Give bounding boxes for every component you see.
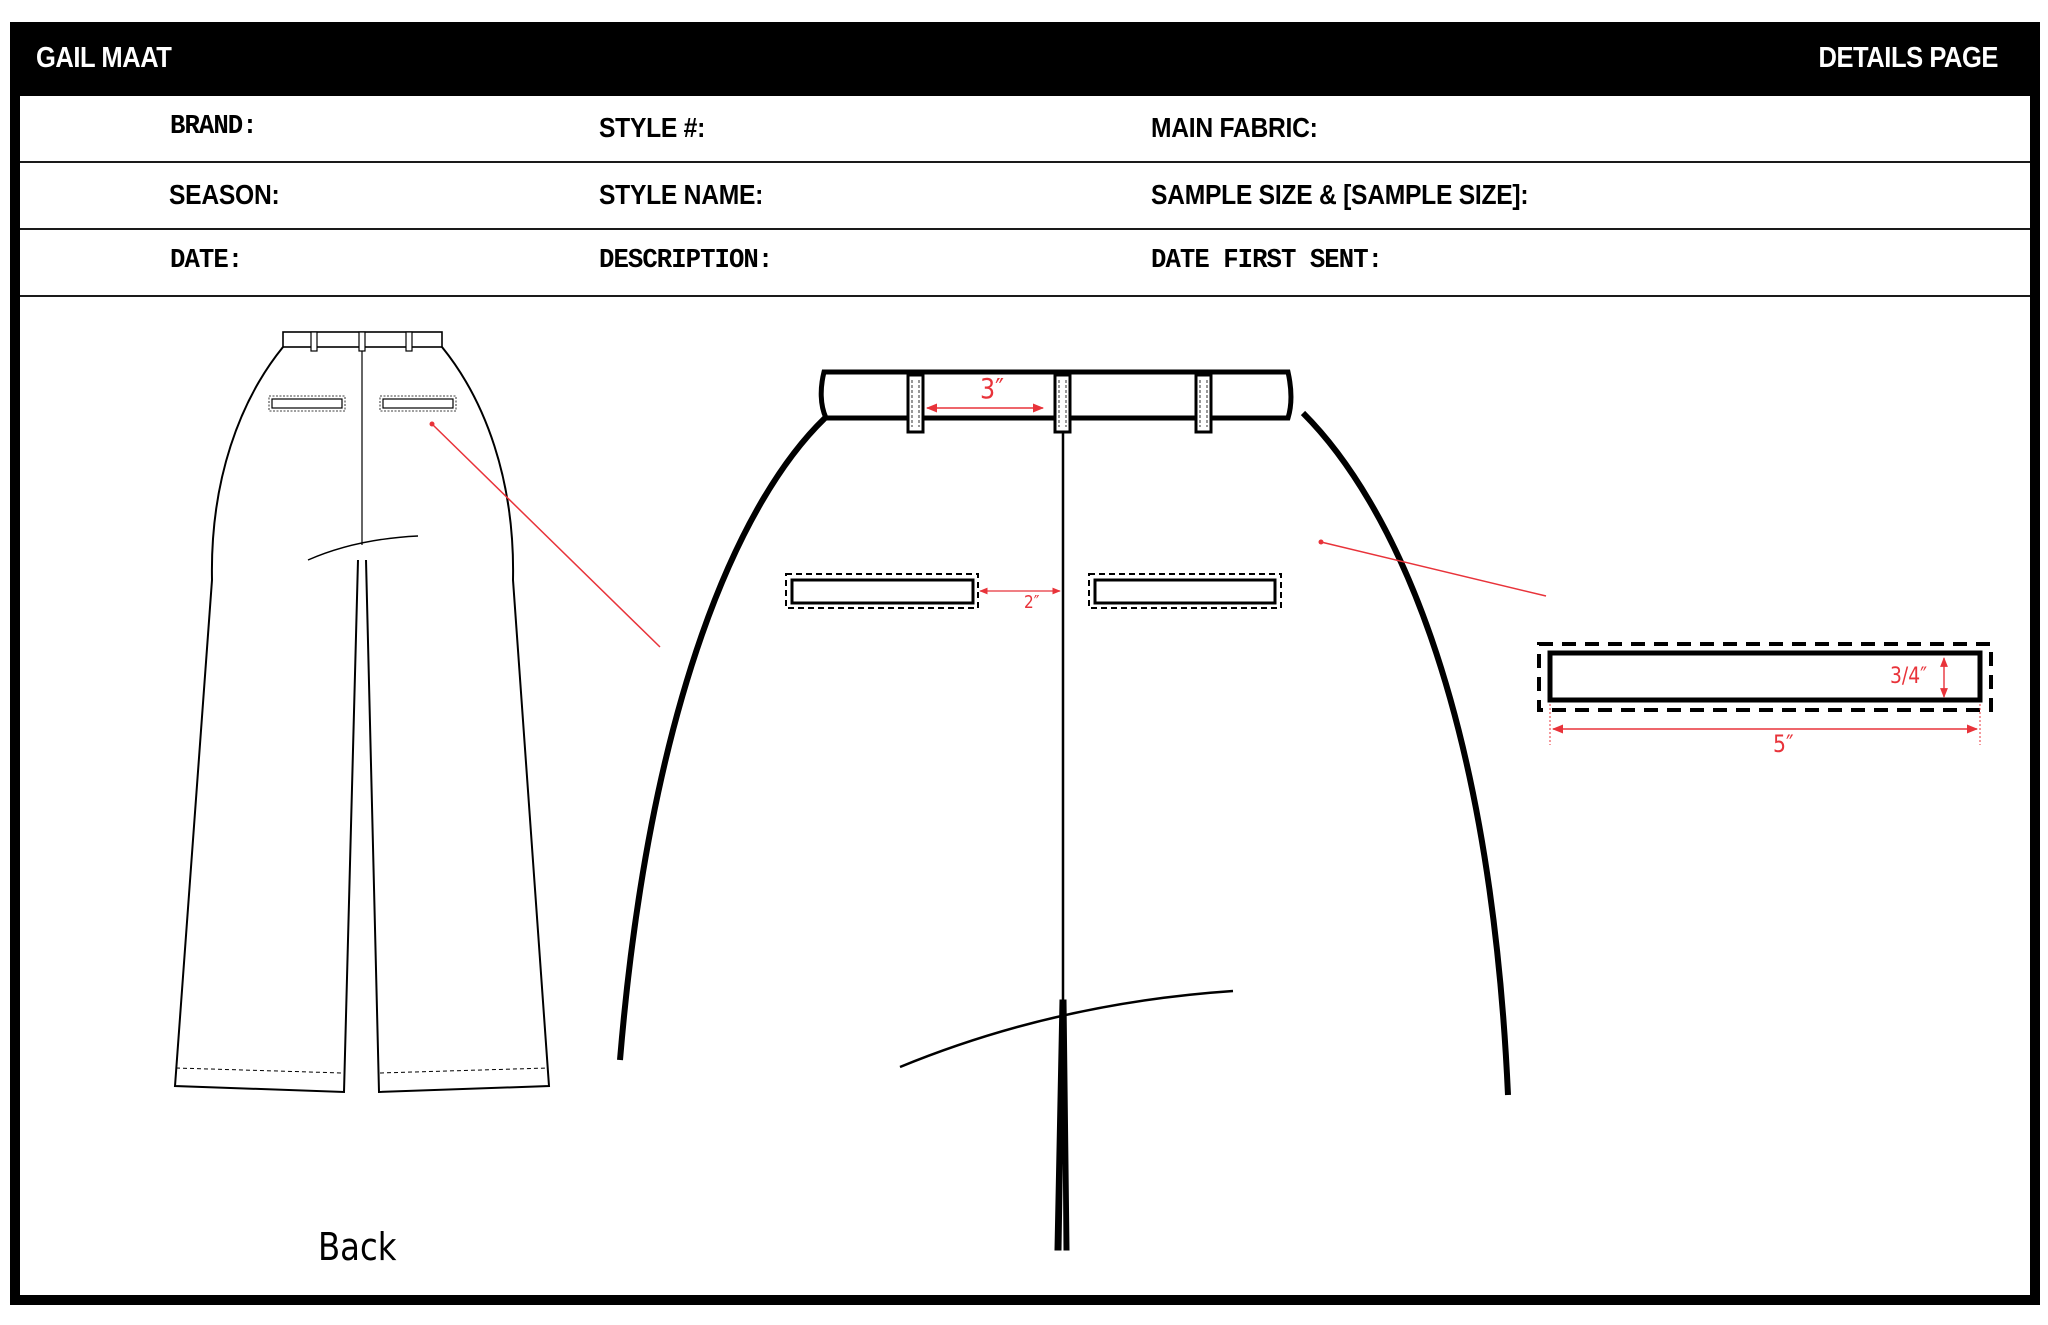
belt-loop-spacing-label: 3″ [980,372,1005,405]
small-pocket-right [382,398,454,409]
large-waistband [818,369,1294,421]
spec-row-1: BRAND: STYLE #: MAIN FABRIC: [20,96,2030,163]
style-name-field-label: STYLE NAME: [599,179,764,210]
season-field-label: SEASON: [169,179,280,210]
small-belt-loop [310,331,318,352]
pocket-height-label: 3/4″ [1890,664,1928,689]
large-belt-loop [1053,373,1072,434]
date-first-sent-field-label: DATE FIRST SENT: [1151,246,1383,276]
large-belt-loop [1194,373,1213,434]
pocket-detail-welt [1547,650,1983,703]
spec-row-3: DATE: DESCRIPTION: DATE FIRST SENT: [20,230,2030,297]
pocket-detail [1537,642,1993,712]
spec-row-2: SEASON: STYLE NAME: SAMPLE SIZE & [SAMPL… [20,163,2030,230]
header-bar: GAIL MAAT DETAILS PAGE [10,22,2040,96]
pocket-to-seam-label: 2″ [1024,592,1040,613]
brand-field-label: BRAND: [170,112,258,142]
page-title: DETAILS PAGE [1818,42,1998,74]
spec-sheet-frame [10,22,2040,1305]
leader-line-pocket-to-detail [1320,541,1547,597]
large-pocket-left [790,578,975,605]
style-number-field-label: STYLE #: [599,112,706,143]
date-field-label: DATE: [170,246,243,276]
company-name: GAIL MAAT [36,42,172,74]
large-pocket-right [1093,578,1277,605]
pants-back-view-enlarged [617,369,1511,1251]
small-belt-loop [358,331,366,352]
pocket-detail-stitching [1537,642,1993,712]
pants-back-view-small [173,331,551,1094]
large-belt-loop [906,373,925,434]
small-belt-loop [405,331,413,352]
view-label-back: Back [318,1225,397,1269]
pocket-width-label: 5″ [1773,730,1794,758]
small-pocket-left [271,398,343,409]
description-field-label: DESCRIPTION: [599,246,773,276]
main-fabric-field-label: MAIN FABRIC: [1151,112,1318,143]
leader-line-small-to-large [431,423,661,648]
sample-size-field-label: SAMPLE SIZE & [SAMPLE SIZE]: [1151,179,1529,210]
